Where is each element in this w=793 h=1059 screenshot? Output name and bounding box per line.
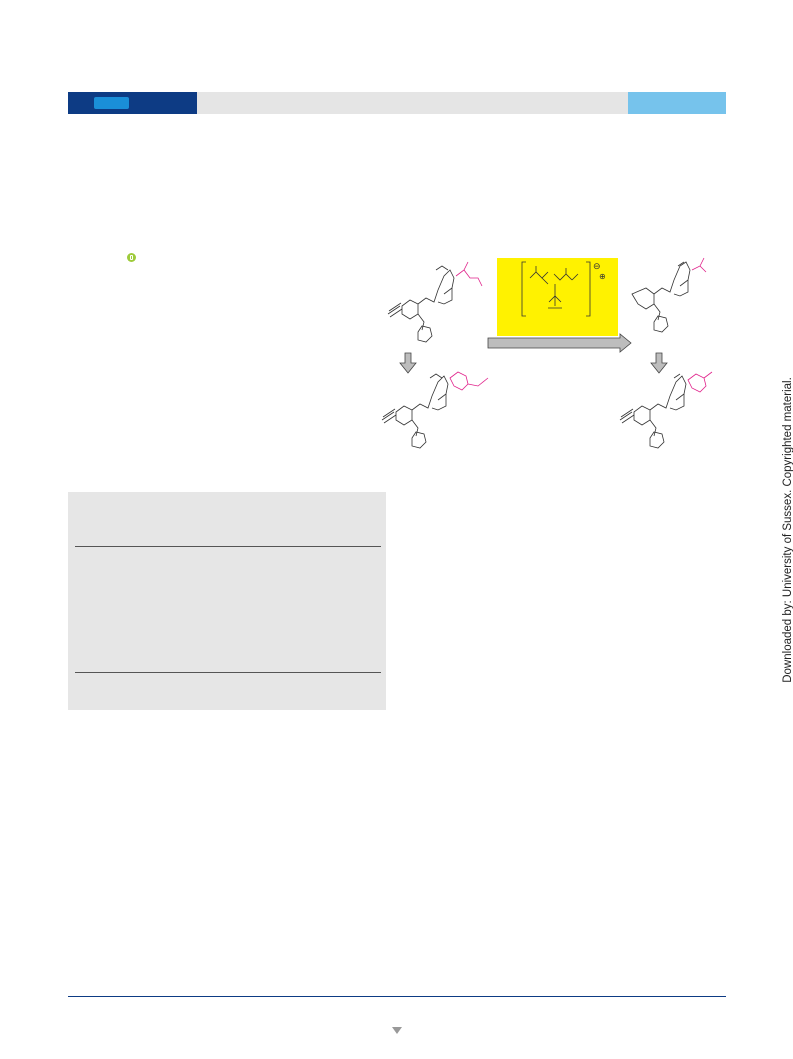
amide-group-top [691, 257, 707, 273]
download-notice: Downloaded by: University of Sussex. Cop… [782, 377, 793, 683]
oxadiazole-group-left [449, 371, 489, 391]
orcid-icon[interactable] [127, 253, 136, 262]
molecule-start [387, 265, 455, 343]
journal-header-bar [68, 92, 726, 114]
reaction-scheme: ⊖ ⊕ [381, 257, 713, 449]
molecule-bottom-left [381, 373, 449, 449]
right-arrow-icon [487, 333, 632, 353]
header-title-band [197, 92, 628, 114]
molecule-product-top [631, 261, 691, 333]
data-table-panel [68, 492, 386, 710]
down-arrow-icon [650, 352, 668, 374]
reagent-structure [521, 261, 591, 317]
ester-group-start [455, 261, 483, 287]
charge-minus: ⊖ [593, 262, 601, 272]
footer-arrow-icon[interactable] [392, 1027, 402, 1034]
table-bottom-rule [75, 672, 381, 673]
table-top-rule [75, 546, 381, 547]
footer-rule [68, 996, 726, 997]
molecule-bottom-right [619, 373, 687, 449]
header-section-tab[interactable] [628, 92, 726, 114]
reagent-box [497, 258, 618, 336]
oxadiazole-group-right [687, 371, 713, 393]
charge-plus: ⊕ [599, 272, 606, 281]
down-arrow-icon [399, 352, 417, 374]
header-logo-pill[interactable] [94, 97, 129, 109]
header-brand-block [68, 92, 197, 114]
